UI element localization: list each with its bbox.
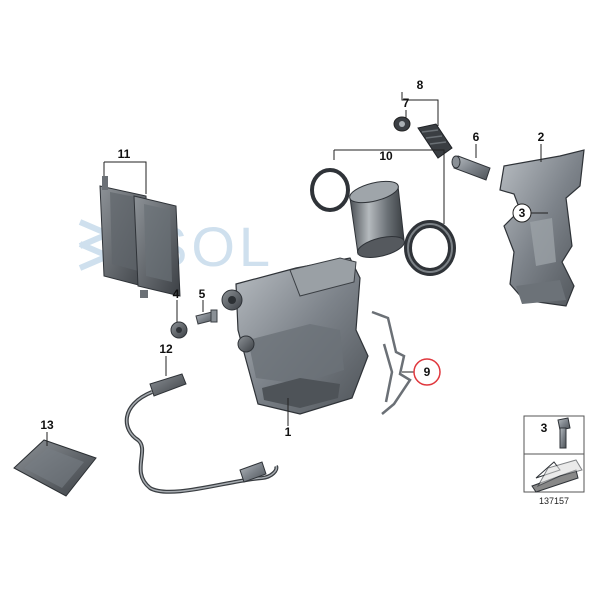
callout-1: 1: [285, 425, 292, 439]
brake-caliper: [221, 257, 369, 415]
brake-pads: [99, 176, 181, 298]
callout-6: 6: [473, 130, 480, 144]
caliper-bracket: [499, 149, 585, 307]
caliper-piston: [349, 180, 405, 258]
grease-packet: [13, 439, 97, 497]
callout-11: 11: [118, 147, 131, 161]
guide-bushing: [393, 116, 411, 132]
callout-2: 2: [538, 130, 545, 144]
callout-12: 12: [159, 342, 173, 356]
bleeder-cap: [170, 321, 188, 339]
anti-rattle-spring: [371, 310, 412, 415]
callout-10: 10: [379, 149, 393, 163]
callout-7: 7: [403, 96, 410, 110]
callout-9-highlight: 9: [413, 358, 441, 386]
callout-4: 4: [173, 287, 180, 301]
wear-sensor: [124, 373, 279, 494]
guide-pin: [451, 155, 491, 181]
diagram-ref-number: 137157: [539, 496, 569, 506]
guide-boot: [417, 123, 453, 159]
arrow-tool-icon: [531, 459, 583, 493]
callout-8: 8: [417, 78, 424, 92]
callout-labels: 11 4 5 12 13 1 10 7 8 6 2 3 9: [40, 78, 544, 439]
callout-3-ring: 3: [512, 203, 532, 223]
dust-boot-ring: [310, 168, 350, 212]
bolt-icon: [557, 417, 571, 449]
callout-13: 13: [40, 418, 54, 432]
callout-5: 5: [199, 287, 206, 301]
piston-seal: [404, 220, 456, 276]
legend-box: 3 137157: [523, 415, 585, 506]
callout-9: 9: [424, 365, 431, 379]
piston-seal-kit: [310, 168, 456, 276]
legend-callout-3: 3: [541, 421, 548, 435]
bleeder-screw: [195, 309, 218, 325]
callout-3: 3: [519, 206, 526, 220]
leader-lines: [46, 92, 548, 446]
